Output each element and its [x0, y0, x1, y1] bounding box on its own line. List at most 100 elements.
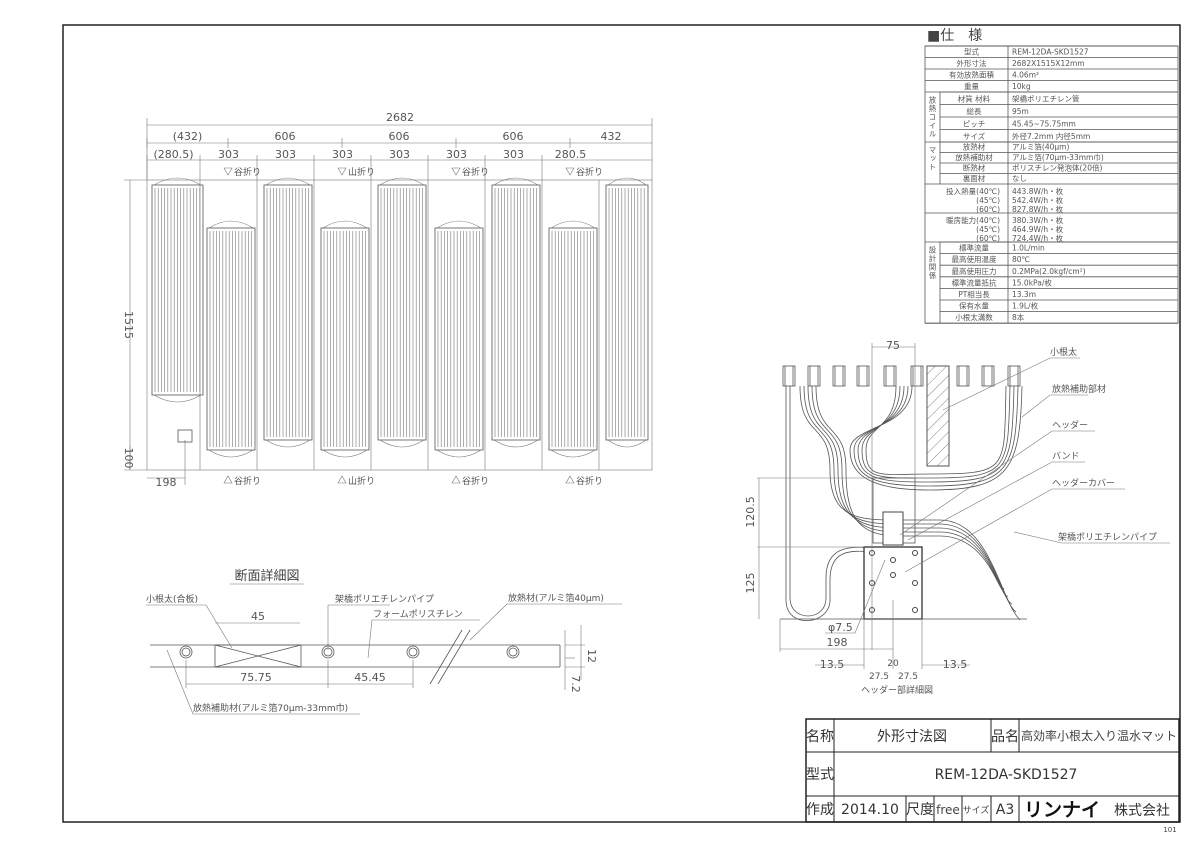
fold-marker-icon	[565, 475, 575, 484]
spec-row-label: 最高使用温度	[952, 254, 997, 264]
spec-row-label: ピッチ	[963, 120, 986, 129]
spec-group-label-coil-group: 放熱コイル	[928, 95, 937, 139]
spec-row-value: 15.0kPa/枚	[1012, 277, 1052, 287]
dim-13-5-right: 13.5	[943, 658, 968, 671]
spec-row-label: 重量	[964, 82, 979, 91]
spec-row-value: アルミ箔(40μm)	[1012, 142, 1069, 152]
dim-27-5-left: 27.5	[869, 672, 889, 682]
dim-label: 303	[389, 148, 410, 161]
dim-label: (280.5)	[153, 148, 193, 161]
header-box	[177, 429, 193, 443]
mat-panel	[320, 220, 370, 458]
header-callout-label: 放熱補助部材	[1052, 383, 1106, 395]
spec-row-label: 総長	[967, 106, 982, 116]
header-callout-label: 架橋ポリエチレンパイプ	[1058, 531, 1157, 543]
dim-label: 606	[389, 130, 410, 143]
spec-row-value: 2682X1515X12mm	[1012, 59, 1085, 68]
spec-row-value: アルミ箔(70μm-33mm巾)	[1012, 152, 1104, 162]
spec-row-label: 型式	[964, 47, 979, 57]
spec-row-value: 1.0L/min	[1012, 244, 1045, 253]
dim-label: 303	[332, 148, 353, 161]
spec-row-value: 0.2MPa(2.0kgf/cm²)	[1012, 267, 1086, 276]
spec-row-value: 架橋ポリエチレン管	[1012, 94, 1080, 104]
mat-panel	[548, 220, 598, 458]
dim-13-5-left: 13.5	[820, 658, 845, 671]
spec-row-value: 45.45~75.75mm	[1012, 120, 1076, 129]
fold-label-bottom: 谷折り	[576, 475, 603, 487]
spec-row-value: なし	[1012, 174, 1027, 183]
dim-label: 303	[446, 148, 467, 161]
scale-value: free	[936, 803, 960, 817]
header-pipes	[782, 365, 1023, 622]
dim-label: (432)	[173, 130, 203, 143]
spec-multi-value: 542.4W/h・枚	[1012, 195, 1064, 205]
mat-panel	[491, 177, 541, 448]
spec-group-label-design-group: 設計関係	[928, 245, 937, 280]
fold-labels: 谷折り山折り谷折り谷折り谷折り山折り谷折り谷折り	[223, 166, 603, 487]
dim-12: 12	[585, 649, 598, 663]
dim-label: 432	[601, 130, 622, 143]
product-value: 高効率小根太入り温水マット	[1021, 728, 1177, 743]
dim-label: 303	[275, 148, 296, 161]
dim-label: 303	[218, 148, 239, 161]
dim-label: 303	[503, 148, 524, 161]
dim-7-2: 7.2	[569, 675, 582, 693]
dim-4545: 45.45	[354, 671, 386, 684]
name-value: 外形寸法図	[877, 729, 947, 745]
dim-120-5: 120.5	[744, 496, 757, 528]
joist-hatched	[926, 365, 950, 467]
spec-row-label: 放熱補助材	[955, 152, 993, 162]
spec-multi-value: 380.3W/h・枚	[1012, 215, 1064, 225]
size-label: サイズ	[963, 804, 990, 816]
spec-row-value: 10kg	[1012, 82, 1031, 91]
spec-row-label: 断熱材	[963, 163, 986, 173]
header-body	[882, 511, 904, 546]
fold-marker-icon	[223, 167, 233, 176]
label-pipe: 架橋ポリエチレンパイプ	[335, 593, 434, 605]
dim-phi: φ7.5	[828, 621, 853, 634]
name-label: 名称	[806, 729, 834, 745]
fold-label-top: 谷折り	[576, 166, 603, 178]
spec-title: ■仕 様	[927, 28, 982, 44]
dim-20: 20	[887, 659, 899, 669]
fold-label-bottom: 谷折り	[462, 475, 489, 487]
header-callout-label: ヘッダー	[1052, 419, 1088, 431]
fold-marker-icon	[565, 167, 575, 176]
made-label: 作成	[806, 802, 834, 818]
fold-label-top: 山折り	[348, 166, 375, 178]
fold-marker-icon	[451, 475, 461, 484]
spec-row-label: 材質 材料	[958, 94, 991, 104]
dim-label: 606	[275, 130, 296, 143]
label-aux: 放熱補助材(アルミ箔70μm-33mm巾)	[193, 702, 348, 714]
spec-multi-value: 827.8W/h・枚	[1012, 204, 1064, 214]
dim-header-height: 100	[122, 448, 135, 469]
spec-row-label: PT相当長	[958, 289, 990, 299]
spec-multi-label: (60℃)	[976, 205, 1000, 214]
sheet-frame	[62, 24, 1181, 823]
spec-multi-label: (45℃)	[976, 225, 1000, 234]
header-detail-title: ヘッダー部詳細図	[861, 684, 933, 696]
dim-total-width: 2682	[386, 111, 414, 124]
spec-row-label: 標準流量抵抗	[952, 277, 997, 287]
company-logo: リンナイ	[1024, 799, 1100, 821]
spec-multi-value: 443.8W/h・枚	[1012, 186, 1064, 196]
mat-panels	[146, 177, 653, 471]
fold-label-bottom: 山折り	[348, 475, 375, 487]
section-title: 断面詳細図	[234, 568, 299, 584]
sheet-number: 101	[1163, 826, 1176, 834]
label-foam: フォームポリスチレン	[373, 609, 463, 620]
spec-row-label: サイズ	[963, 131, 986, 141]
header-callout-label: ヘッダーカバー	[1052, 477, 1115, 489]
fold-marker-icon	[223, 475, 233, 484]
fold-label-bottom: 谷折り	[234, 475, 261, 487]
dim-27-5-right: 27.5	[898, 672, 918, 682]
scale-label: 尺度	[906, 802, 934, 818]
title-block: 名称 外形寸法図 品名 高効率小根太入り温水マット 型式 REM-12DA-SK…	[805, 718, 1180, 834]
mat-panel	[434, 220, 484, 458]
spec-row-value: 95m	[1012, 107, 1029, 116]
spec-row-label: 裏面材	[963, 173, 986, 183]
